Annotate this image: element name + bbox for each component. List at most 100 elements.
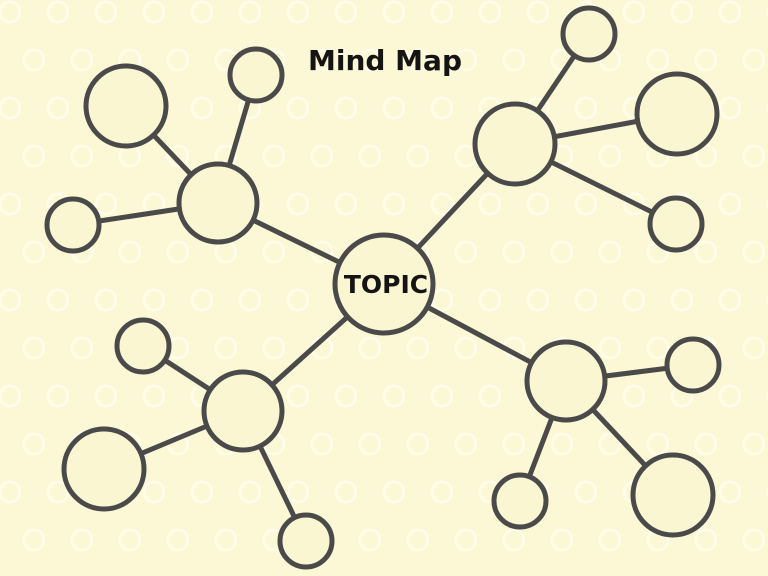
background-ring — [0, 288, 22, 312]
background-ring — [430, 96, 454, 120]
background-ring — [70, 336, 94, 360]
background-ring — [286, 0, 310, 24]
background-ring — [598, 336, 622, 360]
background-ring — [718, 192, 742, 216]
background-ring — [22, 144, 46, 168]
background-ring — [382, 480, 406, 504]
background-ring — [718, 0, 742, 24]
background-ring — [142, 384, 166, 408]
background-ring — [622, 0, 646, 24]
background-ring — [622, 384, 646, 408]
leaf-node-upper-left-3 — [44, 196, 102, 254]
background-ring — [718, 288, 742, 312]
background-ring — [670, 288, 694, 312]
background-ring — [646, 336, 670, 360]
background-ring — [22, 432, 46, 456]
leaf-node-lower-right-3 — [630, 452, 716, 538]
background-ring — [358, 144, 382, 168]
background-ring — [478, 288, 502, 312]
background-ring — [334, 480, 358, 504]
background-ring — [454, 336, 478, 360]
background-ring — [694, 240, 718, 264]
leaf-node-upper-right-1 — [560, 5, 618, 63]
background-ring — [0, 0, 22, 24]
background-ring — [454, 48, 478, 72]
background-ring — [574, 288, 598, 312]
background-ring — [526, 288, 550, 312]
leaf-node-upper-left-2 — [227, 46, 285, 104]
background-ring — [142, 0, 166, 24]
background-ring — [742, 48, 766, 72]
background-ring — [286, 192, 310, 216]
background-ring — [454, 240, 478, 264]
background-ring — [478, 0, 502, 24]
background-ring — [286, 480, 310, 504]
leaf-node-lower-left-3 — [277, 512, 335, 570]
background-ring — [430, 192, 454, 216]
background-ring — [502, 240, 526, 264]
background-ring — [70, 528, 94, 552]
background-ring — [238, 288, 262, 312]
background-ring — [694, 48, 718, 72]
background-ring — [94, 192, 118, 216]
background-ring — [526, 0, 550, 24]
background-ring — [694, 144, 718, 168]
leaf-node-lower-right-1 — [664, 336, 722, 394]
branch-node-lower-right — [524, 339, 608, 423]
background-ring — [646, 432, 670, 456]
background-ring — [718, 384, 742, 408]
background-ring — [454, 432, 478, 456]
background-ring — [334, 192, 358, 216]
background-ring — [190, 0, 214, 24]
leaf-node-lower-left-1 — [114, 317, 172, 375]
background-ring — [550, 432, 574, 456]
branch-node-lower-left — [201, 369, 285, 453]
background-ring — [310, 240, 334, 264]
background-ring — [22, 48, 46, 72]
center-topic-label: TOPIC — [344, 270, 428, 299]
background-ring — [46, 288, 70, 312]
background-ring — [622, 288, 646, 312]
background-ring — [502, 432, 526, 456]
background-ring — [0, 96, 22, 120]
background-ring — [70, 48, 94, 72]
background-ring — [46, 96, 70, 120]
background-ring — [334, 384, 358, 408]
background-ring — [742, 240, 766, 264]
leaf-node-upper-left-1 — [83, 63, 169, 149]
background-ring — [142, 480, 166, 504]
background-ring — [742, 144, 766, 168]
background-ring — [406, 528, 430, 552]
background-ring — [214, 336, 238, 360]
background-ring — [454, 528, 478, 552]
background-ring — [310, 432, 334, 456]
nodes — [44, 5, 722, 570]
background-ring — [190, 288, 214, 312]
background-ring — [118, 240, 142, 264]
background-ring — [622, 192, 646, 216]
background-ring — [598, 432, 622, 456]
background-ring — [22, 528, 46, 552]
background-ring — [742, 336, 766, 360]
background-ring — [718, 480, 742, 504]
leaf-node-lower-left-2 — [61, 426, 147, 512]
background-ring — [478, 384, 502, 408]
background-ring — [358, 48, 382, 72]
branch-node-upper-right — [472, 101, 558, 187]
background-ring — [46, 480, 70, 504]
background-ring — [718, 96, 742, 120]
background-ring — [22, 240, 46, 264]
background-ring — [358, 432, 382, 456]
background-ring — [70, 144, 94, 168]
background-ring — [430, 480, 454, 504]
background-ring — [334, 96, 358, 120]
background-ring — [46, 0, 70, 24]
background-ring — [694, 432, 718, 456]
background-ring — [358, 336, 382, 360]
branch-node-upper-left — [176, 161, 260, 245]
background-ring — [262, 144, 286, 168]
background-ring — [382, 96, 406, 120]
background-ring — [502, 528, 526, 552]
background-ring — [406, 432, 430, 456]
